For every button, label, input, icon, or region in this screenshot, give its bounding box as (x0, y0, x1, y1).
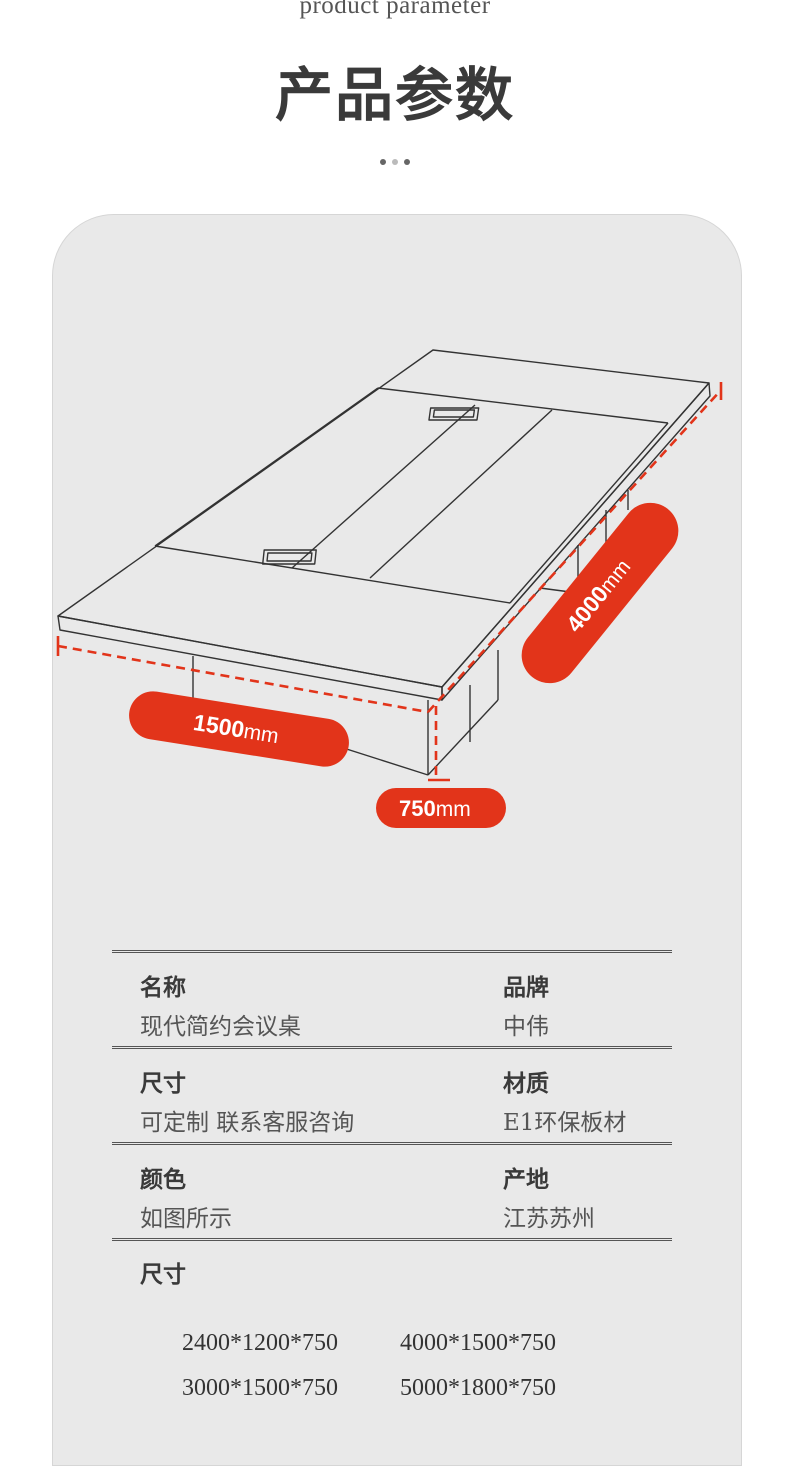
param-label-material: 材质 (503, 1070, 549, 1097)
size-options-label: 尺寸 (140, 1261, 186, 1288)
size-option: 4000*1500*750 (400, 1330, 556, 1356)
section-subtitle: product parameter (299, 0, 491, 19)
dim-line-length (427, 389, 722, 713)
svg-text:750mm: 750mm (399, 796, 471, 821)
size-option: 2400*1200*750 (182, 1330, 338, 1356)
separator (112, 1142, 672, 1145)
width-dimension-pill: 1500mm (129, 691, 349, 767)
dot (380, 159, 386, 165)
table-dimension-drawing: 1500mm 4000mm 750mm (56, 349, 723, 828)
param-value-size: 可定制 联系客服咨询 (140, 1110, 355, 1136)
param-row: 颜色 如图所示 产地 江苏苏州 (112, 1145, 672, 1238)
dot (392, 159, 398, 165)
cable-box (262, 549, 317, 565)
separator (112, 950, 672, 953)
param-value-material: E1环保板材 (503, 1110, 627, 1136)
width-unit: mm (242, 720, 280, 748)
param-value-origin: 江苏苏州 (503, 1206, 595, 1232)
height-value: 750 (399, 796, 436, 821)
size-option: 5000*1800*750 (400, 1375, 556, 1401)
size-option: 3000*1500*750 (182, 1375, 338, 1401)
dim-line-width (57, 644, 429, 714)
param-label-brand: 品牌 (503, 974, 549, 1001)
dot (404, 159, 410, 165)
param-row: 尺寸 可定制 联系客服咨询 材质 E1环保板材 (112, 1049, 672, 1142)
size-options: 尺寸 2400*1200*750 4000*1500*750 3000*1500… (112, 1241, 672, 1441)
param-label-color: 颜色 (140, 1166, 186, 1193)
separator (112, 1238, 672, 1241)
cable-box (428, 407, 480, 421)
param-label-origin: 产地 (503, 1166, 549, 1193)
param-value-brand: 中伟 (503, 1014, 549, 1040)
height-dimension-pill: 750mm (376, 788, 506, 828)
parameter-table: 名称 现代简约会议桌 品牌 中伟 尺寸 可定制 联系客服咨询 材质 E1环保板材… (112, 950, 672, 1441)
dots-indicator (0, 150, 790, 169)
height-unit: mm (436, 798, 471, 821)
param-row: 名称 现代简约会议桌 品牌 中伟 (112, 953, 672, 1046)
cable-box-inner (266, 552, 313, 562)
param-label-size: 尺寸 (140, 1070, 186, 1097)
section-title: 产品参数 (274, 61, 515, 129)
cable-box-inner (432, 409, 476, 418)
table-top (57, 349, 710, 688)
separator (112, 1046, 672, 1049)
length-dimension-pill: 4000mm (521, 502, 679, 684)
param-value-name: 现代简约会议桌 (140, 1014, 301, 1040)
param-label-name: 名称 (140, 974, 186, 1001)
param-value-color: 如图所示 (140, 1206, 232, 1232)
